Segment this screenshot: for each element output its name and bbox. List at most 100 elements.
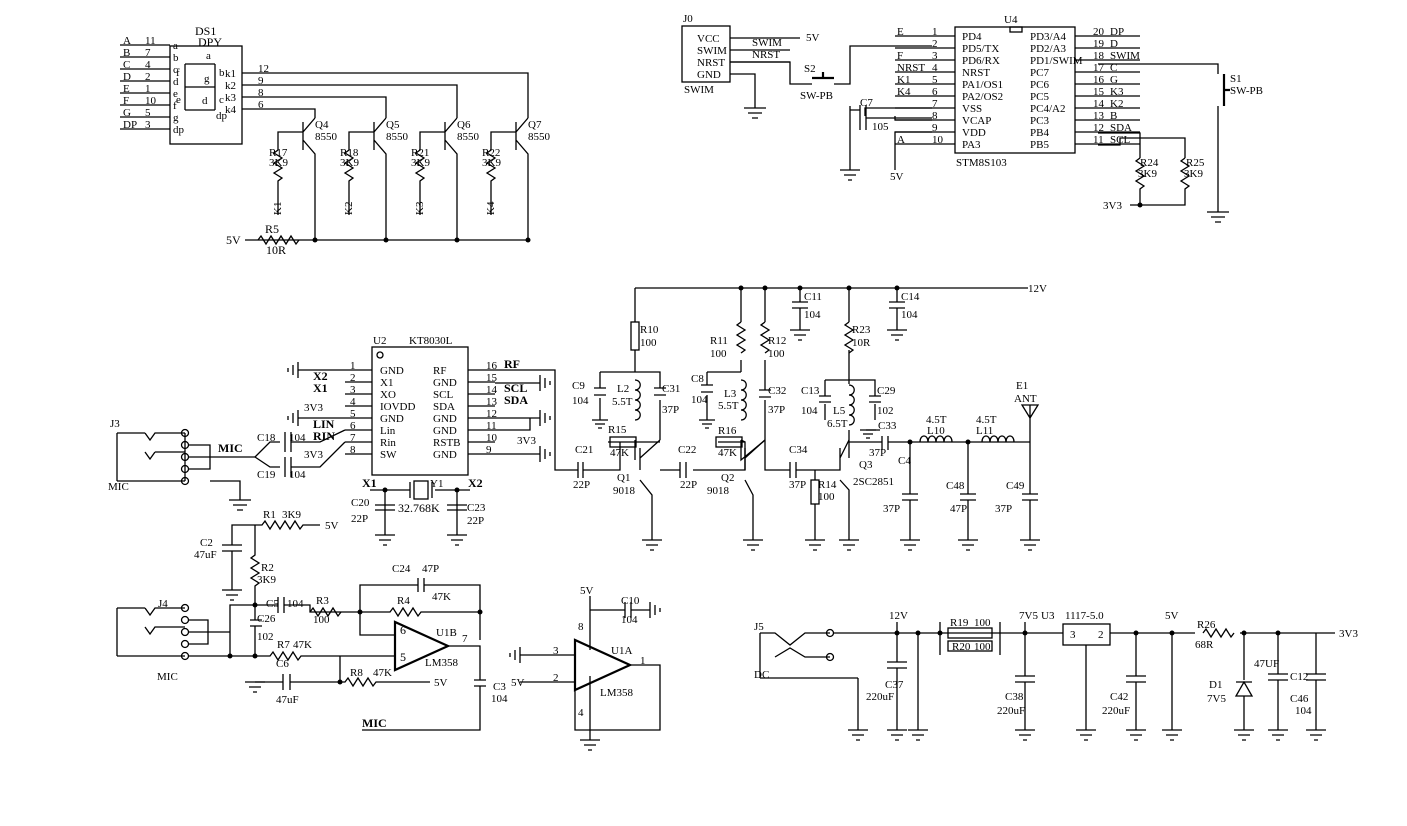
c48-value: 47P: [950, 503, 967, 515]
c46-value: 104: [1295, 705, 1312, 717]
digit-resistor-value: 3K9: [482, 157, 501, 169]
kt-pin-num: 6: [350, 420, 356, 432]
r5-resistor: [257, 234, 300, 246]
ground-icon: [840, 169, 860, 181]
mcu-pin-num: 6: [932, 86, 938, 98]
c18-value: 104: [289, 432, 306, 444]
s1-wire: [1098, 63, 1219, 212]
mcu-pin-name: PA2/OS2: [962, 91, 1003, 103]
ds1-digit-num: 9: [258, 75, 264, 87]
ds1-part: DPY: [198, 35, 222, 49]
transistor-ref: Q4: [315, 119, 329, 131]
r1-value: 3K9: [282, 509, 301, 521]
l3-inductor: [740, 379, 747, 421]
seg-c-label: c: [219, 94, 224, 106]
c6-value: 47uF: [276, 694, 299, 706]
u1b-opamp: [393, 620, 451, 672]
c29-value: 102: [877, 405, 894, 417]
5v-label: 5V: [1165, 610, 1179, 622]
swim-pin-name: NRST: [697, 57, 725, 69]
c3-ref: C3: [493, 681, 506, 693]
q1-ref: Q1: [617, 472, 630, 484]
mcu-pin-num: 12: [1093, 122, 1104, 134]
net-x2: X2: [468, 476, 483, 490]
r24-resistor: [1134, 157, 1146, 205]
u1a-part: LM358: [600, 687, 634, 699]
u1a-pin2: 2: [553, 672, 559, 684]
stage1-wires: [599, 288, 661, 460]
mcu-right-net: SDA: [1110, 122, 1132, 134]
r4-ref: R4: [397, 595, 410, 607]
c3-value: 104: [491, 693, 508, 705]
l5-ref: L5: [833, 405, 846, 417]
r5-value: 10R: [266, 243, 286, 257]
c21-ref: C21: [575, 444, 593, 456]
mcu-right-net: G: [1110, 74, 1118, 86]
digit-wire: [242, 96, 387, 118]
digit-resistor-value: 3K9: [340, 157, 359, 169]
mcu-right-net: K2: [1110, 98, 1123, 110]
mcu-pin-name: PB4: [1030, 127, 1049, 139]
kt-pin-num: 1: [350, 360, 356, 372]
mcu-left-net: NRST: [897, 62, 925, 74]
r11-ref: R11: [710, 335, 728, 347]
digit-wire: [242, 84, 458, 118]
ground-icon: [580, 739, 600, 751]
kt-pin-num: 11: [486, 420, 497, 432]
regulator-caps: [1015, 622, 1173, 730]
c11-ref: C11: [804, 291, 822, 303]
c2-ref: C2: [200, 537, 213, 549]
c26-value: 102: [257, 631, 274, 643]
seg-a-label: a: [206, 50, 211, 62]
r19-value: 100: [974, 617, 991, 629]
c42-ref: C42: [1110, 691, 1128, 703]
mcu-pin-name: PD3/A4: [1030, 31, 1067, 43]
mcu-pin-num: 15: [1093, 86, 1105, 98]
c31-ref: C31: [662, 383, 680, 395]
u1a-pin1: 1: [640, 655, 646, 667]
digit-wire: [242, 72, 529, 118]
r2-resistor: [249, 525, 261, 605]
r25-resistor: [1130, 157, 1191, 206]
r15-ref: R15: [608, 424, 627, 436]
l3-value: 5.5T: [718, 400, 739, 412]
c32-value: 37P: [768, 404, 785, 416]
q1-part: 9018: [613, 485, 636, 497]
s2-part: SW-PB: [800, 90, 833, 102]
kt-pin-name: GND: [433, 377, 457, 389]
ds1-seg-pin: a: [173, 40, 178, 52]
c49-ref: C49: [1006, 480, 1025, 492]
ds1-digit-num: 6: [258, 99, 264, 111]
ground-icon: [699, 419, 715, 429]
digit-resistor-value: 3K9: [269, 157, 288, 169]
mcu-right-net: C: [1110, 62, 1117, 74]
ground-icon: [375, 534, 467, 546]
seg-dp-label: dp: [216, 110, 228, 122]
r7-ref: R7: [277, 639, 290, 651]
mcu-pin-name: PC4/A2: [1030, 103, 1065, 115]
kt-pin-name: GND: [433, 449, 457, 461]
key-label: K4: [485, 201, 497, 215]
c5-ref: C5: [266, 598, 279, 610]
c49-value: 37P: [995, 503, 1012, 515]
seg-f-label: f: [176, 67, 180, 79]
y1-crystal: [413, 480, 429, 500]
ground-icon: [1207, 211, 1229, 223]
input-filter: [857, 622, 919, 730]
mcu-pin-num: 17: [1093, 62, 1105, 74]
ds1-input-label: D: [123, 71, 131, 83]
kt-pin-name: GND: [380, 413, 404, 425]
decoupling-caps: [792, 288, 905, 330]
mcu-pin-name: PC6: [1030, 79, 1049, 91]
mcu-right-net: B: [1110, 110, 1117, 122]
u4-notch: [1009, 26, 1023, 33]
transistor-ref: Q6: [457, 119, 471, 131]
l11-ref: L11: [976, 425, 993, 437]
u4-part: STM8S103: [956, 157, 1007, 169]
ds1-ref: DS1: [195, 24, 216, 38]
ground-icon: [495, 375, 551, 391]
r14-ref: R14: [818, 479, 837, 491]
r3-resistor: [309, 606, 342, 618]
